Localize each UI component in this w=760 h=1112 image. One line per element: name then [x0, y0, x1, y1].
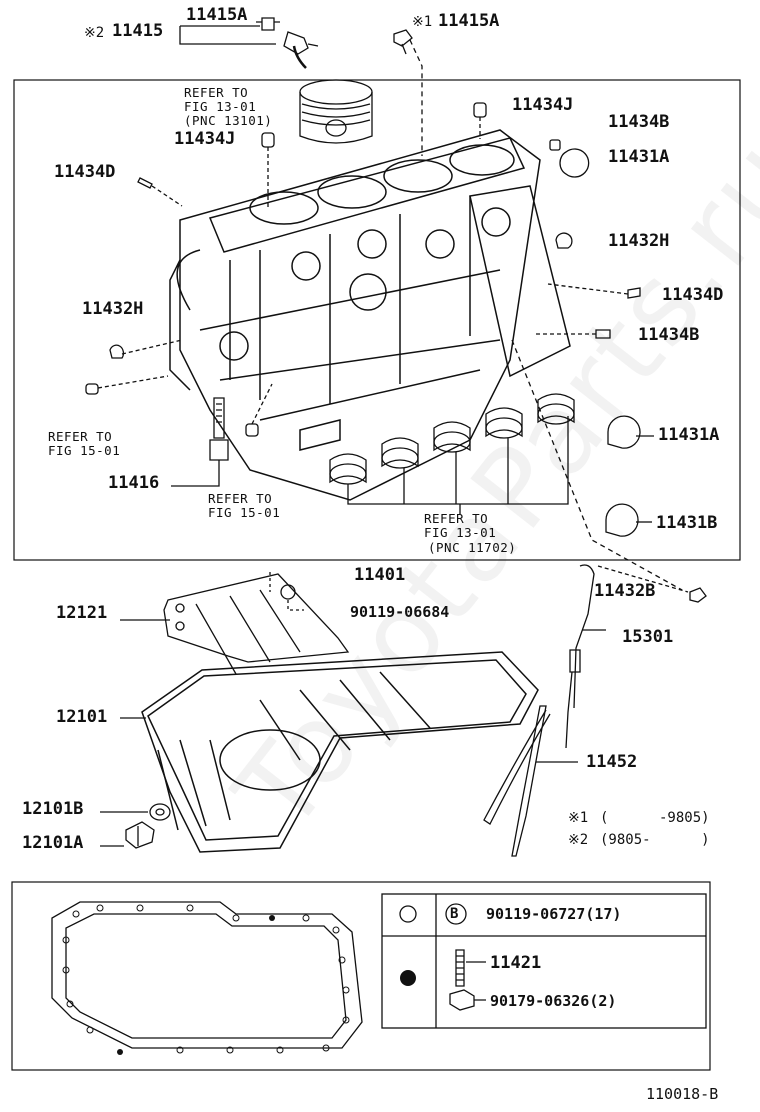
figure-id: 110018-B	[646, 1085, 719, 1103]
baffle-plate-icon	[163, 573, 350, 675]
ref-fig1501a-line2: FIG 15-01	[48, 443, 121, 458]
pin-11434B-right	[595, 329, 611, 339]
ref-piston-line2: FIG 13-01	[184, 99, 257, 114]
bolt-90119-06684-marker	[280, 584, 296, 600]
oil-pan-icon	[141, 651, 539, 853]
ref-fig1501b-line1: REFER TO	[208, 491, 273, 506]
label-11434B-right[interactable]: 11434B	[608, 112, 670, 132]
cylinder-block-frame	[13, 79, 741, 561]
plug-11431A-lower	[607, 415, 641, 449]
pin-left-lower	[85, 383, 99, 395]
cylinder-block-icon	[169, 129, 571, 501]
gasket-frame	[11, 881, 711, 1071]
stud-bolt-11421-icon	[455, 949, 465, 987]
label-90119-06684[interactable]: 90119-06684	[350, 603, 450, 621]
label-12121[interactable]: 12121	[56, 603, 108, 623]
label-11432H-right[interactable]: 11432H	[608, 231, 670, 251]
gasket-bolt-holes	[62, 904, 350, 1054]
label-11431A-right-2[interactable]: 11431A	[658, 425, 720, 445]
label-11415[interactable]: 11415	[112, 21, 164, 41]
label-11415A-right[interactable]: 11415A	[438, 11, 500, 31]
label-15301[interactable]: 15301	[622, 627, 674, 647]
legend-box	[381, 893, 707, 1029]
label-12101B[interactable]: 12101B	[22, 799, 84, 819]
pin-1501b	[245, 423, 259, 437]
footnote-1-mark: ※1	[568, 810, 589, 826]
piston-icon	[299, 79, 373, 144]
sensor-11415-icon	[256, 17, 319, 69]
pin-11434D-left	[137, 177, 153, 189]
plug-11432B	[689, 587, 707, 603]
label-11432H-left[interactable]: 11432H	[82, 299, 144, 319]
ref-bearing-line3: (PNC 11702)	[428, 540, 517, 555]
dipstick-guide-icon	[565, 564, 595, 749]
legend-circle-code-letter: B	[450, 906, 459, 922]
label-11416[interactable]: 11416	[108, 473, 160, 493]
plug-11431A-top	[559, 148, 590, 178]
ref-fig1501a-line1: REFER TO	[48, 429, 113, 444]
footnote-1-text: ( -9805)	[600, 810, 710, 826]
ref-piston-line3: (PNC 13101)	[184, 113, 273, 128]
ref-fig1501b-line2: FIG 15-01	[208, 505, 281, 520]
pin-11434J-left	[261, 132, 275, 148]
drain-plug-12101A-icon	[125, 821, 155, 849]
label-11415-mark: ※2	[84, 25, 105, 41]
pin-11434B-top	[549, 139, 561, 151]
label-11434J-left[interactable]: 11434J	[174, 129, 236, 149]
ref-bearing-line2: FIG 13-01	[424, 525, 497, 540]
label-12101[interactable]: 12101	[56, 707, 108, 727]
dipstick-icon	[483, 705, 551, 857]
label-11431A-right[interactable]: 11431A	[608, 147, 670, 167]
legend-open-circle-icon	[399, 905, 417, 923]
label-11432B[interactable]: 11432B	[594, 581, 656, 601]
pin-11434D-right	[627, 287, 641, 299]
legend-dot-part1[interactable]: 11421	[490, 953, 542, 973]
sensor-11415A-icon	[393, 29, 413, 55]
legend-filled-dot-icon	[400, 970, 416, 986]
label-11431B[interactable]: 11431B	[656, 513, 718, 533]
footnote-2-mark: ※2	[568, 832, 589, 848]
sensor-11415-bracket	[179, 25, 276, 45]
label-11401[interactable]: 11401	[354, 565, 406, 585]
plug-11432H-right	[555, 232, 573, 249]
pan-gasket-icon	[51, 901, 363, 1049]
ref-piston-line1: REFER TO	[184, 85, 249, 100]
plug-11432H-left	[109, 344, 125, 359]
legend-circle-code[interactable]: 90119-06727(17)	[486, 905, 622, 923]
label-11434J-right[interactable]: 11434J	[512, 95, 574, 115]
label-12101A[interactable]: 12101A	[22, 833, 84, 853]
ref-bearing-line1: REFER TO	[424, 511, 489, 526]
label-11415A-top[interactable]: 11415A	[186, 5, 248, 25]
main-bearings-icon	[329, 393, 575, 485]
pin-11434J-top	[473, 102, 487, 118]
label-11434B-right-2[interactable]: 11434B	[638, 325, 700, 345]
nut-90179-06326-icon	[449, 989, 475, 1011]
label-11434D-right[interactable]: 11434D	[662, 285, 724, 305]
plug-11431B	[605, 503, 639, 537]
label-11434D-left[interactable]: 11434D	[54, 162, 116, 182]
footnote-2-text: (9805- )	[600, 832, 710, 848]
legend-open-circle-code-badge	[445, 903, 467, 925]
bolt-11416-icon	[209, 397, 229, 461]
legend-dot-part2[interactable]: 90179-06326(2)	[490, 992, 617, 1010]
gasket-12101B-icon	[149, 803, 171, 821]
label-11452[interactable]: 11452	[586, 752, 638, 772]
label-11415A-mark: ※1	[412, 14, 433, 30]
